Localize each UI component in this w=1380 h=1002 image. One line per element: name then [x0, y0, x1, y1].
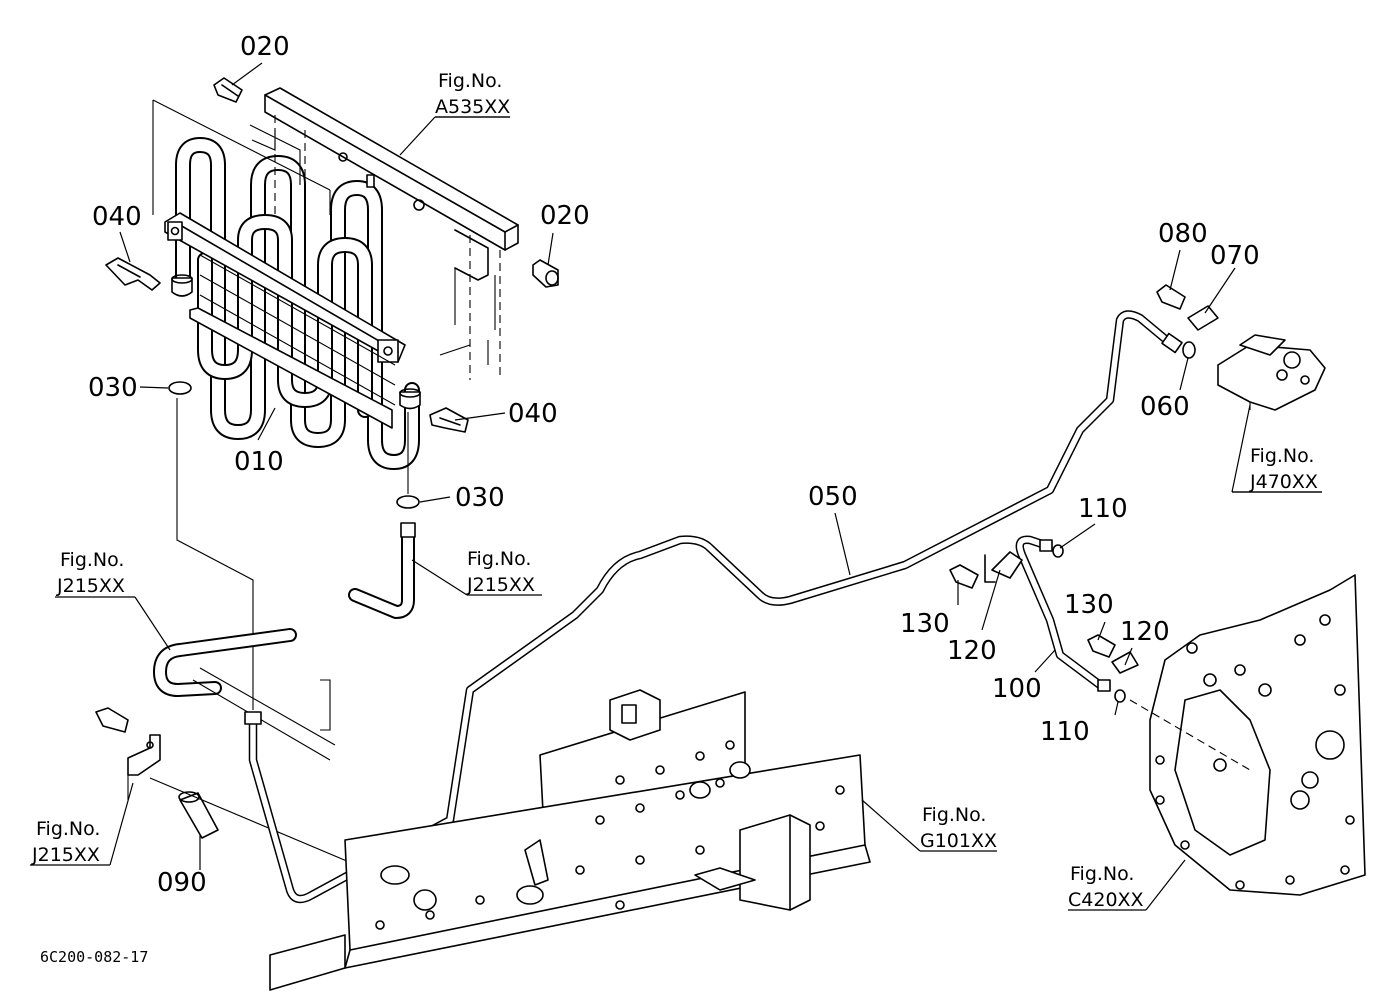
- hose-j215-upper-left: [153, 628, 336, 761]
- label-020-right: 020: [540, 201, 590, 231]
- svg-text:J215XX: J215XX: [466, 574, 535, 596]
- fig-ref-j215-lower-left: Fig.No. J215XX: [31, 818, 100, 866]
- hose-j215-center: [348, 522, 416, 619]
- svg-text:Fig.No.: Fig.No.: [438, 70, 502, 92]
- clamp-070: [1187, 305, 1219, 331]
- label-030-left: 030: [88, 373, 138, 403]
- label-060: 060: [1140, 392, 1190, 422]
- bracket-j215-lower-left: [95, 707, 161, 800]
- pipe-100: [1015, 535, 1111, 692]
- pipe-050: [244, 310, 1183, 904]
- svg-text:Fig.No.: Fig.No.: [1070, 863, 1134, 885]
- fig-code-underlines: [435, 116, 1322, 493]
- o-ring-110-top: [1052, 544, 1064, 558]
- bolt-130-left: [949, 564, 979, 589]
- figure-references: Fig.No. A535XX Fig.No. J470XX Fig.No. J2…: [31, 70, 1318, 911]
- transmission-case-c420: [1129, 574, 1366, 896]
- svg-text:Fig.No.: Fig.No.: [1250, 445, 1314, 467]
- clamp-120-left: [984, 551, 1023, 583]
- frame-g101: [269, 689, 871, 991]
- bolt-020-top: [213, 77, 243, 103]
- label-110-bottom: 110: [1040, 717, 1090, 747]
- svg-text:Fig.No.: Fig.No.: [60, 549, 124, 571]
- bolt-130-right: [1087, 634, 1116, 658]
- fig-ref-c420: Fig.No. C420XX: [1068, 863, 1144, 911]
- fig-ref-j470: Fig.No. J470XX: [1249, 445, 1318, 493]
- label-100: 100: [992, 674, 1042, 704]
- valve-block-j470: [1217, 334, 1326, 411]
- svg-text:J470XX: J470XX: [1249, 471, 1318, 493]
- svg-text:J215XX: J215XX: [31, 844, 100, 866]
- label-070: 070: [1210, 241, 1260, 271]
- part-number-labels: 020 020 040 030 010 040 030 050 080 070 …: [88, 32, 1260, 898]
- label-040-left: 040: [92, 202, 142, 232]
- svg-text:Fig.No.: Fig.No.: [36, 818, 100, 840]
- radiator-frame: [249, 87, 519, 380]
- label-050: 050: [808, 482, 858, 512]
- label-020-top: 020: [240, 32, 290, 62]
- label-130-left: 130: [900, 609, 950, 639]
- label-040-right: 040: [508, 399, 558, 429]
- label-080: 080: [1158, 219, 1208, 249]
- svg-text:J215XX: J215XX: [56, 575, 125, 597]
- leader-lines: [30, 62, 1322, 911]
- bolt-080: [1156, 284, 1186, 310]
- o-ring-030-left: [168, 381, 192, 395]
- svg-text:Fig.No.: Fig.No.: [467, 548, 531, 570]
- svg-text:G101XX: G101XX: [920, 830, 997, 852]
- o-ring-110-bottom: [1114, 689, 1126, 703]
- svg-text:A535XX: A535XX: [435, 96, 510, 118]
- clamp-120-right: [1111, 651, 1139, 674]
- o-ring-060: [1182, 341, 1196, 359]
- label-090: 090: [157, 868, 207, 898]
- oil-cooler: [152, 99, 421, 470]
- bolt-020-right: [532, 259, 559, 288]
- clip-040-right: [429, 407, 469, 433]
- o-ring-030-right: [396, 495, 420, 509]
- svg-text:C420XX: C420XX: [1068, 889, 1144, 911]
- svg-text:Fig.No.: Fig.No.: [922, 804, 986, 826]
- label-030-right: 030: [455, 483, 505, 513]
- label-130-right: 130: [1064, 590, 1114, 620]
- label-110-top: 110: [1078, 494, 1128, 524]
- label-120-left: 120: [947, 636, 997, 666]
- fig-ref-j215-upper-left: Fig.No. J215XX: [56, 549, 125, 597]
- drawing-id: 6C200-082-17: [40, 948, 148, 966]
- fig-ref-a535: Fig.No. A535XX: [435, 70, 510, 118]
- label-010: 010: [234, 447, 284, 477]
- clip-040-left: [105, 257, 161, 291]
- fig-ref-g101: Fig.No. G101XX: [920, 804, 997, 852]
- fig-ref-j215-center: Fig.No. J215XX: [466, 548, 535, 596]
- label-120-right: 120: [1120, 617, 1170, 647]
